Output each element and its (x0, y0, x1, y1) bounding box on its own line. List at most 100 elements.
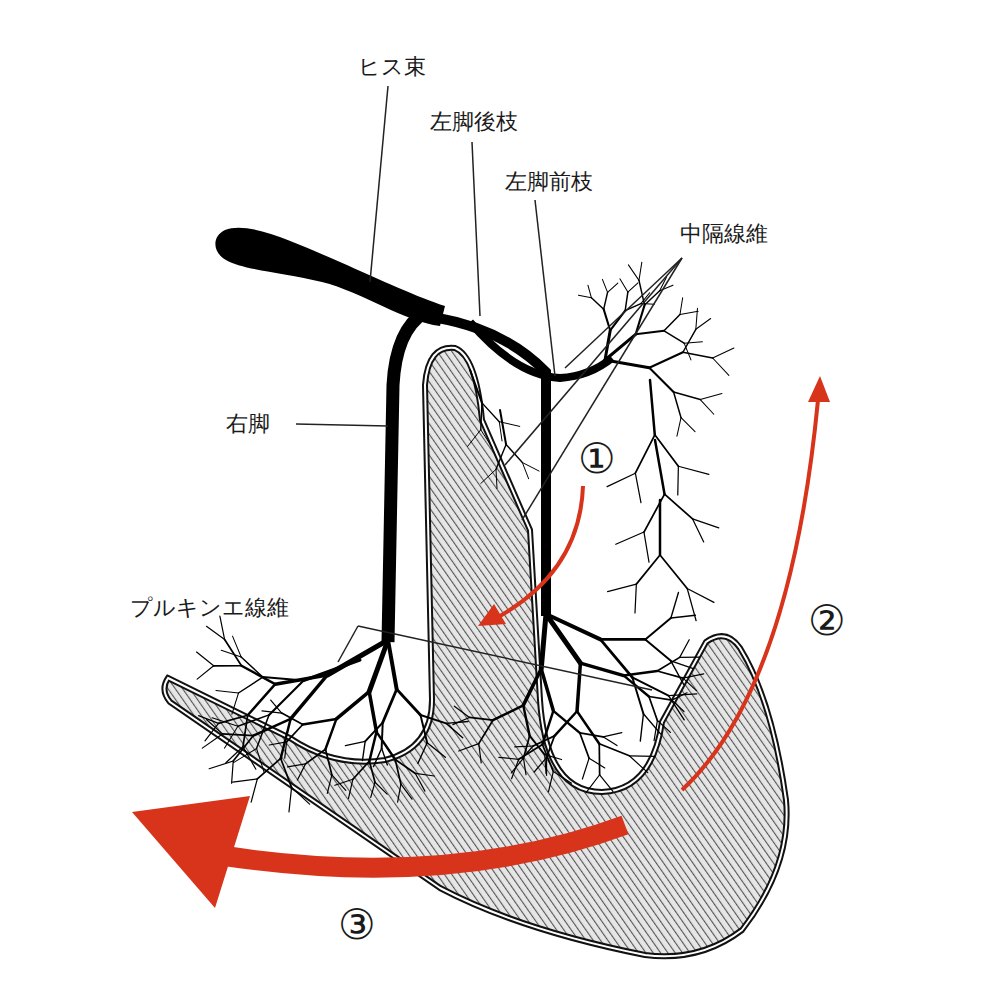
fiber-branch (257, 715, 270, 749)
fiber-branch (373, 748, 381, 766)
leader-line (565, 258, 682, 368)
fiber-branch (287, 724, 303, 741)
fiber-branch (632, 677, 643, 714)
fiber-branch (233, 779, 258, 782)
left-posterior-branch (438, 318, 546, 616)
fiber-branch (600, 775, 613, 792)
fiber-branch (353, 761, 369, 779)
fiber-branch (553, 772, 571, 784)
fiber-branch (700, 394, 722, 400)
fiber-branch (469, 717, 492, 720)
fiber-branch (546, 758, 547, 776)
fiber-branch (482, 403, 499, 422)
leader-line (505, 258, 682, 465)
fiber-branch (481, 469, 496, 483)
excitation-arrows (132, 376, 830, 908)
fiber-branch (205, 723, 219, 741)
fiber-branch (523, 705, 529, 735)
fiber-branch (664, 331, 684, 343)
fiber-branch (600, 639, 632, 677)
fiber-branch (388, 640, 397, 689)
purkinje-fibers (197, 262, 734, 812)
fiber-branch (209, 761, 233, 769)
right-bundle (388, 312, 425, 642)
fiber-branch (214, 665, 242, 667)
fiber-branch (263, 677, 304, 680)
fiber-branch (680, 298, 683, 315)
fiber-branch (629, 756, 647, 773)
fiber-branch (479, 720, 493, 743)
fiber-branch (269, 742, 286, 745)
fiber-branch (499, 757, 519, 759)
fiber-branch (325, 749, 331, 775)
fiber-branch (251, 779, 257, 802)
fiber-branch (395, 760, 401, 785)
fiber-branch (640, 714, 643, 741)
fiber-branch (415, 773, 425, 791)
fiber-branch (616, 532, 644, 544)
fiber-branch (533, 736, 554, 746)
fiber-branch (625, 292, 628, 311)
fiber-branch (687, 589, 714, 603)
leader-line (296, 424, 388, 426)
fiber-branch (671, 593, 679, 618)
fiber-branch (693, 519, 704, 542)
fiber-branch (257, 749, 265, 773)
part-label: 左脚後枝 (430, 110, 518, 134)
fiber-branch (542, 744, 553, 771)
fiber-branch (608, 584, 637, 592)
fiber-branch (580, 733, 589, 758)
fiber-branch (546, 614, 600, 639)
fiber-branch (602, 279, 607, 292)
leader-line (522, 258, 682, 520)
his-bundle (215, 228, 445, 326)
part-label: プルキンエ線維 (130, 596, 289, 620)
fiber-branch (383, 689, 397, 722)
fiber-branch (362, 741, 365, 760)
fiber-branch (382, 723, 383, 749)
fiber-branch (629, 755, 655, 757)
fiber-branch (599, 744, 629, 756)
fiber-branch (287, 764, 305, 767)
fiber-branch (577, 711, 599, 743)
arrow-1 (500, 486, 583, 616)
fiber-branch (649, 368, 673, 392)
fiber-branch (226, 747, 243, 763)
fiber-branch (650, 380, 655, 435)
fiber-branch (481, 430, 493, 448)
fiber-branch (608, 283, 618, 292)
fiber-branch (681, 418, 695, 432)
fiber-branch (239, 677, 263, 693)
fiber-branch (674, 392, 701, 400)
fiber-branch (397, 689, 421, 715)
fiber-branch (713, 358, 729, 375)
fiber-branch (401, 784, 412, 799)
fiber-branch (269, 681, 304, 715)
fiber-branch (285, 742, 287, 758)
fiber-branch (674, 392, 681, 418)
leader-line (370, 86, 388, 282)
fiber-branch (635, 435, 654, 473)
fiber-branch (281, 758, 292, 787)
leader-line (358, 626, 652, 690)
fiber-branch (620, 279, 628, 292)
leader-line (338, 626, 358, 662)
fiber-branch (643, 714, 660, 734)
fiber-branch (548, 772, 553, 792)
fiber-branch (232, 761, 234, 783)
fiber-branch (541, 669, 553, 711)
fiber-branch (555, 711, 578, 736)
fiber-branch (696, 308, 698, 329)
fiber-branch (453, 717, 470, 724)
fiber-branch (664, 315, 680, 331)
fiber-branch (636, 555, 660, 584)
arrow-head (808, 376, 830, 402)
fiber-branch (534, 758, 546, 772)
arrow-2 (682, 400, 818, 790)
fiber-branch (677, 466, 679, 495)
fiber-branch (680, 640, 690, 658)
fiber-branch (582, 758, 589, 779)
fiber-branch (671, 615, 696, 618)
fiber-branch (683, 674, 704, 678)
